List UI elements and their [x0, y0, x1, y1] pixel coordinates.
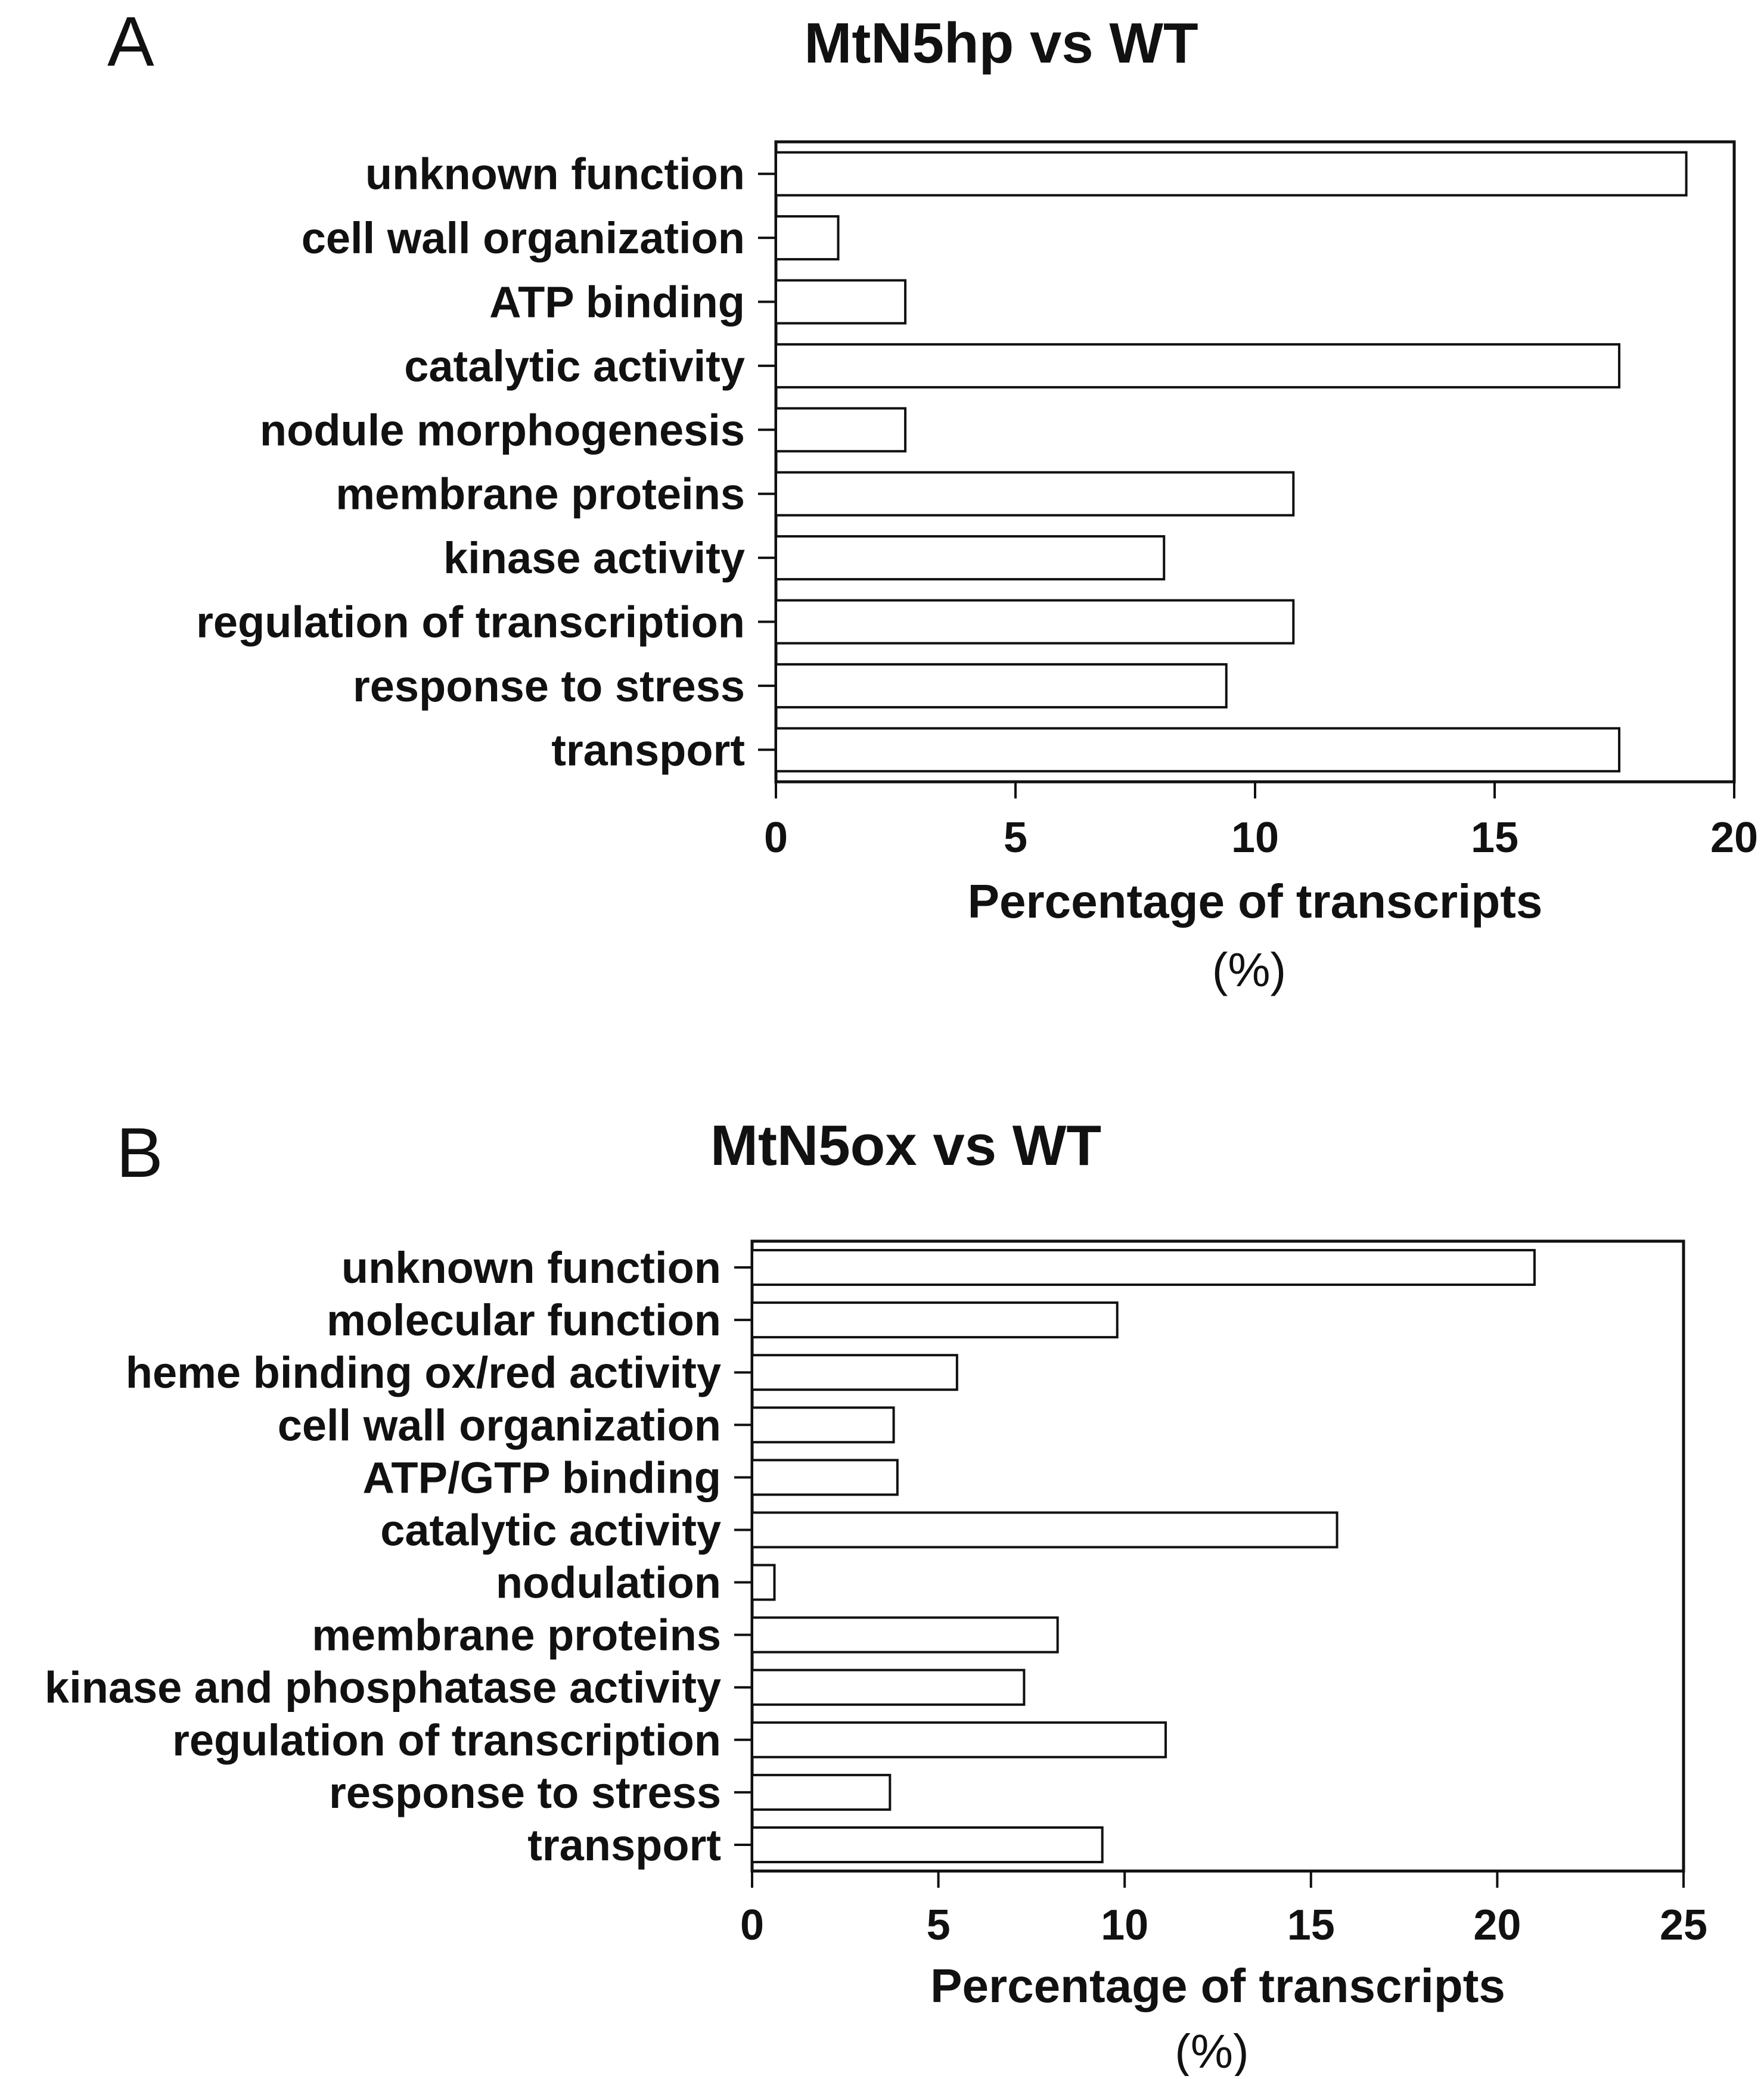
chart-2-bar — [751, 1773, 892, 1811]
chart-2-x-tick-label: 25 — [1660, 1901, 1707, 1949]
chart-2-category-label: molecular function — [327, 1295, 721, 1345]
chart-2-bar — [751, 1406, 895, 1444]
chart-1-bar — [775, 471, 1295, 517]
chart-1-bar — [775, 151, 1688, 197]
chart-1-category-label: ATP binding — [489, 278, 745, 327]
chart-1-bar — [775, 215, 840, 261]
chart-1-x-tick-label: 5 — [1004, 814, 1027, 862]
chart-1-bar — [775, 407, 907, 453]
chart-2-bar — [751, 1249, 1536, 1286]
chart-1-title: MtN5hp vs WT — [804, 11, 1198, 75]
chart-2-x-tick-label: 10 — [1101, 1901, 1148, 1949]
chart-2-x-tick-label: 0 — [740, 1901, 764, 1949]
chart-2-title: MtN5ox vs WT — [710, 1114, 1101, 1177]
chart-2-category-label: heme binding ox/red activity — [126, 1348, 721, 1397]
chart-1-bar — [775, 343, 1621, 389]
chart-2-category-label: unknown function — [341, 1243, 721, 1292]
chart-2-category-label: ATP/GTP binding — [362, 1453, 721, 1502]
chart-1-bar — [775, 599, 1295, 645]
chart-2-bar — [751, 1616, 1059, 1654]
chart-1-x-tick-label: 10 — [1231, 814, 1279, 862]
chart-2-category-label: nodulation — [496, 1558, 721, 1608]
chart-1-category-label: kinase activity — [443, 533, 745, 583]
chart-2-plot-frame — [750, 1239, 1685, 1873]
chart-1-x-tick-label: 15 — [1471, 814, 1518, 862]
chart-2-x-axis-label: Percentage of transcripts — [930, 1959, 1505, 2012]
chart-1-bar — [775, 727, 1621, 773]
chart-2-category-label: catalytic activity — [380, 1505, 721, 1555]
chart-2-x-tick-label: 15 — [1287, 1901, 1335, 1949]
chart-2-bar — [751, 1301, 1119, 1339]
chart-2-category-label: membrane proteins — [312, 1611, 721, 1660]
chart-2-bar — [751, 1511, 1338, 1549]
chart-1-bar — [775, 663, 1228, 708]
chart-2-panel-letter: B — [116, 1114, 163, 1192]
chart-1-category-label: transport — [551, 725, 745, 775]
chart-1-bar — [775, 279, 907, 325]
panel-a: A MtN5hp vs WT unknown function cell wall o… — [107, 2, 1758, 996]
chart-2-bar — [751, 1459, 899, 1496]
chart-2-bar — [751, 1721, 1167, 1758]
chart-1-x-tick-label: 0 — [764, 814, 788, 862]
chart-2-category-label: kinase and phosphatase activity — [45, 1663, 721, 1713]
chart-1-category-label: membrane proteins — [336, 470, 745, 519]
chart-1-category-label: regulation of transcription — [196, 598, 745, 647]
chart-1-x-tick-label: 20 — [1710, 814, 1758, 862]
chart-2-bar — [751, 1668, 1026, 1706]
chart-2-bar — [751, 1826, 1104, 1863]
chart-1-x-axis-label: Percentage of transcripts — [968, 875, 1543, 928]
chart-1-x-axis-unit: (%) — [1212, 943, 1286, 996]
chart-1-category-label: unknown function — [365, 150, 745, 199]
chart-1-category-label: response to stress — [353, 661, 745, 711]
chart-2-category-label: transport — [527, 1820, 721, 1870]
chart-2-bar — [751, 1354, 958, 1391]
chart-1-bar — [775, 535, 1166, 581]
chart-2-bar — [751, 1564, 776, 1601]
chart-2-x-tick-label: 5 — [927, 1901, 951, 1949]
chart-2-category-label: cell wall organization — [278, 1400, 721, 1450]
chart-1-category-label: catalytic activity — [404, 341, 745, 391]
chart-1-panel-letter: A — [107, 2, 154, 81]
chart-2-category-label: response to stress — [329, 1768, 721, 1817]
chart-2-x-tick-label: 20 — [1473, 1901, 1521, 1949]
chart-1-category-label: cell wall organization — [302, 213, 745, 263]
chart-2-x-axis-unit: (%) — [1175, 2025, 1249, 2076]
chart-2-category-label: regulation of transcription — [172, 1716, 721, 1765]
chart-1-category-label: nodule morphogenesis — [260, 405, 745, 455]
